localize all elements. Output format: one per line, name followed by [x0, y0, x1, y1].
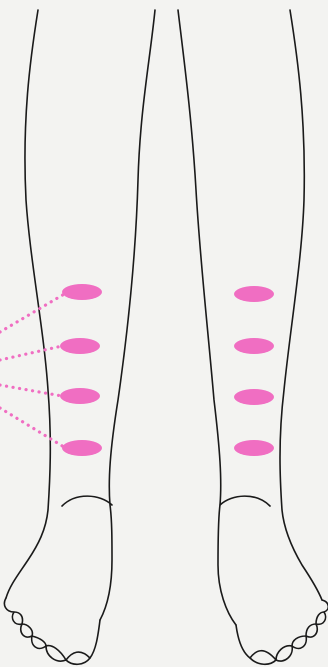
right-leg-outer-contour: [280, 10, 322, 600]
right-leg-inner-contour: [178, 10, 236, 625]
right-ankle-curve: [220, 496, 270, 506]
left-leg: [4, 10, 155, 664]
leader-lines: [0, 293, 66, 447]
right-marker-3: [234, 389, 274, 405]
right-leg: [178, 10, 328, 664]
leader-line-2: [0, 346, 62, 360]
markers: [60, 284, 274, 456]
right-marker-1: [234, 286, 274, 302]
leader-line-3: [0, 385, 62, 396]
leader-line-4: [0, 408, 64, 447]
left-marker-1: [62, 284, 102, 300]
right-foot: [236, 600, 328, 664]
left-marker-3: [60, 388, 100, 404]
leader-line-1: [0, 293, 66, 332]
right-marker-4: [234, 440, 274, 456]
right-marker-2: [234, 338, 274, 354]
left-marker-2: [60, 338, 100, 354]
left-marker-4: [62, 440, 102, 456]
left-leg-inner-contour: [100, 10, 155, 620]
left-ankle-curve: [62, 496, 112, 506]
left-leg-outer-contour: [6, 10, 50, 598]
